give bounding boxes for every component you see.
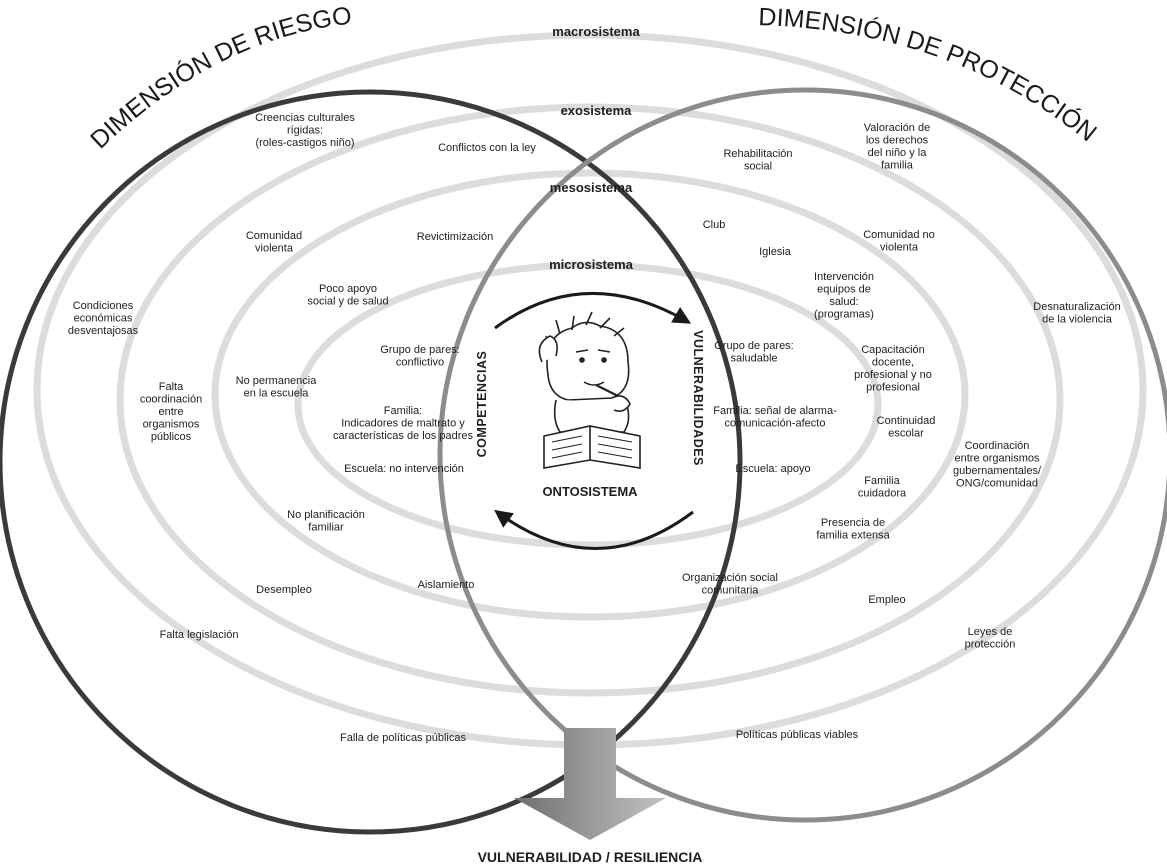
exosystem-ring bbox=[116, 103, 1064, 697]
risk-dimension-circle bbox=[0, 89, 743, 835]
factor-falla-politicas: Falla de políticas públicas bbox=[340, 732, 466, 744]
exosystem-label: exosistema bbox=[561, 103, 633, 118]
result-label: VULNERABILIDAD / RESILIENCIA bbox=[478, 849, 703, 865]
factor-desempleo: Desempleo bbox=[256, 584, 312, 596]
macrosystem-label: macrosistema bbox=[552, 24, 640, 39]
factor-politicas-viables: Políticas públicas viables bbox=[736, 729, 859, 741]
factor-familia-senal: Familia: señal de alarma-comunicación-af… bbox=[713, 405, 837, 430]
factor-empleo: Empleo bbox=[868, 594, 905, 606]
microsystem-label: microsistema bbox=[549, 257, 634, 272]
ontosystem-label: ONTOSISTEMA bbox=[542, 484, 638, 499]
result-arrow bbox=[514, 728, 666, 840]
factor-escuela-apoyo: Escuela: apoyo bbox=[735, 463, 810, 475]
mesosystem-ring bbox=[211, 169, 969, 621]
factor-grupo-saludable: Grupo de pares:saludable bbox=[714, 340, 794, 365]
factor-escuela-no: Escuela: no intervención bbox=[344, 463, 464, 475]
factor-conflictos: Conflictos con la ley bbox=[438, 142, 536, 154]
factor-revictimizacion: Revictimización bbox=[417, 231, 493, 243]
competencias-label: COMPETENCIAS bbox=[475, 351, 489, 458]
factor-iglesia: Iglesia bbox=[759, 246, 792, 258]
arrow-protection-to-risk bbox=[494, 509, 694, 550]
microsystem-ring bbox=[294, 261, 882, 549]
protection-dimension-circle bbox=[437, 87, 1167, 823]
vulnerabilidades-label: VULNERABILIDADES bbox=[691, 330, 705, 466]
factor-grupo-conflictivo: Grupo de pares:conflictivo bbox=[380, 344, 460, 369]
factor-aislamiento: Aislamiento bbox=[418, 579, 475, 591]
factor-club: Club bbox=[703, 219, 726, 231]
factor-falta-legislacion: Falta legislación bbox=[160, 629, 239, 641]
mesosystem-label: mesosistema bbox=[550, 180, 633, 195]
arrow-risk-to-protection bbox=[494, 291, 692, 330]
child-reading-illustration bbox=[538, 311, 641, 469]
